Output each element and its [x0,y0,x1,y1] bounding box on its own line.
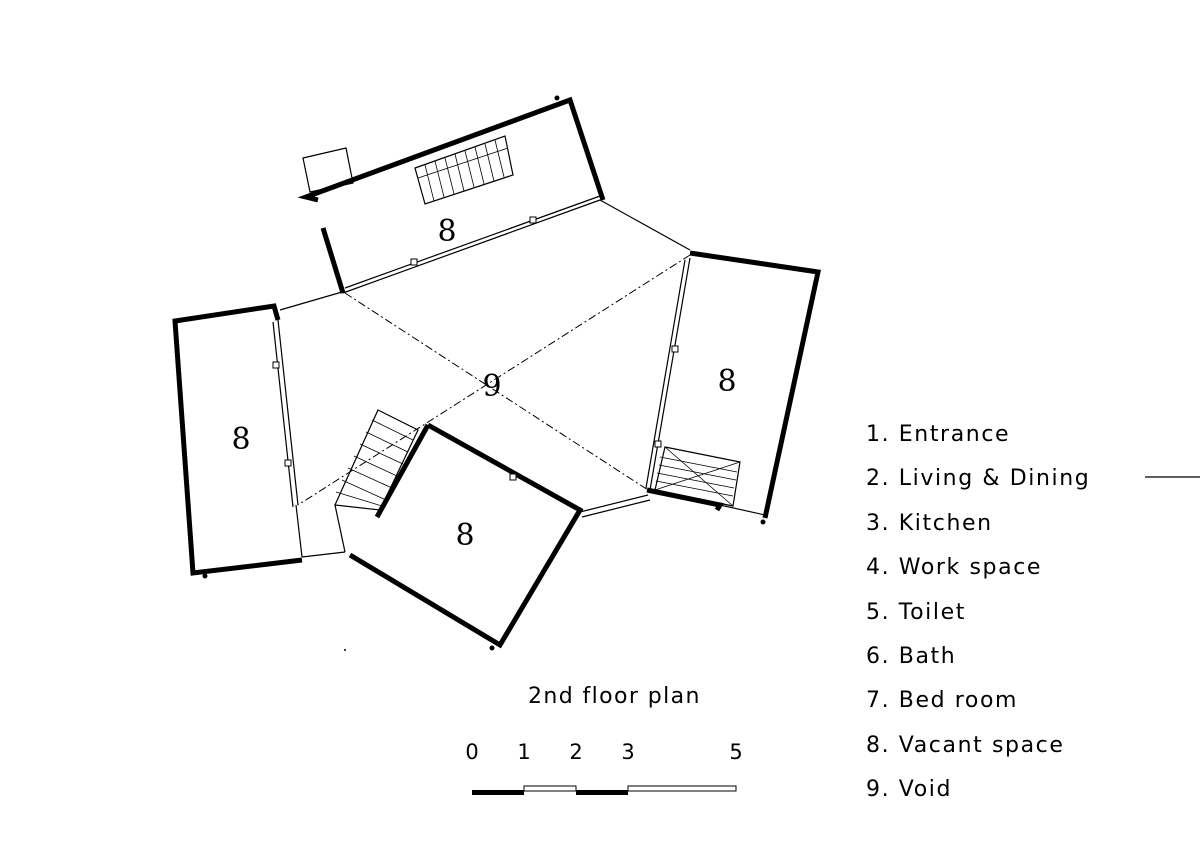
legend-item: 7. Bed room [866,688,1019,714]
plan-title: 2nd floor plan [528,684,701,709]
scale-label-2: 2 [569,740,582,764]
scale-label-1: 1 [517,740,530,764]
legend-item: 9. Void [866,777,953,803]
void-diagonal-lines [279,199,691,506]
room-bottom-label: 8 [455,518,474,553]
legend-item: 8. Vacant space [866,732,1065,758]
room-bottom-outline [334,409,651,651]
room-right-label: 8 [717,364,736,399]
room-left-outline [172,303,346,579]
legend-item: 1. Entrance [866,422,1011,447]
scale-label-0: 0 [465,740,478,764]
legend-item: 5. Toilet [866,599,966,625]
legend-item: 2. Living & Dining [866,466,1091,492]
room-right-outline [645,250,822,525]
room-top-label: 8 [437,214,456,249]
scale-label-5: 5 [729,740,742,764]
scale-label-3: 3 [621,740,634,764]
legend: 1. Entrance 2. Living & Dining 3. Kitche… [866,420,1146,820]
legend-item: 3. Kitchen [866,510,993,536]
legend-item: 4. Work space [866,555,1043,581]
scale-bar: 0 1 2 3 5 [465,740,743,795]
room-top-outline [297,95,606,294]
legend-item: 6. Bath [866,643,957,669]
room-left-label: 8 [231,422,250,457]
void-label: 9 [482,369,501,404]
